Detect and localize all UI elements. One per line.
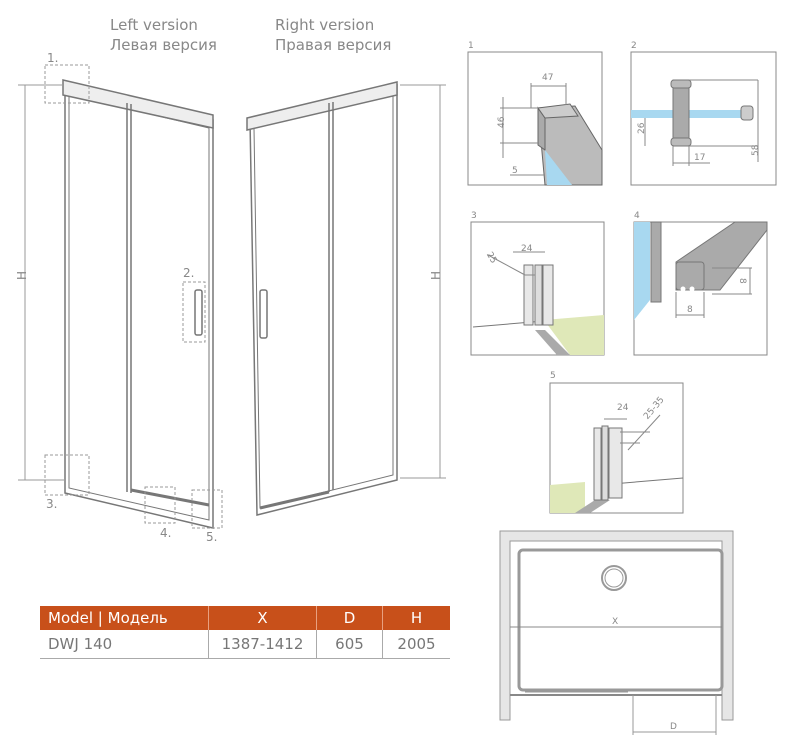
callout-5: 5.	[206, 530, 217, 544]
detail-1: 1 47 46 5	[467, 41, 603, 186]
callout-box-5	[191, 489, 223, 529]
height-label-right: H	[429, 271, 443, 280]
left-version-drawing	[18, 79, 214, 529]
svg-text:26: 26	[637, 122, 647, 134]
plan-depth-label: D	[670, 722, 677, 732]
header-model: Model | Модель	[40, 606, 209, 630]
svg-text:25: 25	[484, 251, 498, 266]
header-h: H	[382, 606, 450, 630]
cell-d: 605	[316, 630, 383, 659]
svg-text:46: 46	[497, 116, 507, 128]
cell-model: DWJ 140	[40, 630, 209, 659]
table-row: DWJ 140 1387-1412 605 2005	[40, 630, 450, 659]
svg-text:24: 24	[617, 403, 629, 413]
svg-text:58: 58	[751, 144, 761, 156]
svg-text:2: 2	[631, 41, 637, 51]
svg-text:47: 47	[542, 73, 553, 83]
plan-width-label: X	[612, 617, 618, 627]
detail-4: 4 8 8	[633, 211, 768, 356]
callout-box-3	[44, 454, 90, 496]
right-version-drawing	[246, 81, 446, 516]
header-x: X	[208, 606, 317, 630]
callout-2: 2.	[183, 266, 194, 280]
cell-h: 2005	[382, 630, 450, 659]
svg-text:5: 5	[550, 371, 556, 381]
detail-3: 3 24 25	[470, 211, 605, 356]
left-version-title-ru: Левая версия	[110, 36, 217, 54]
callout-3: 3.	[46, 497, 57, 511]
callout-box-2	[182, 281, 206, 343]
callout-box-4	[144, 486, 176, 524]
callout-box-1	[44, 64, 90, 104]
svg-text:4: 4	[634, 211, 640, 221]
right-version-title: Right version	[275, 16, 374, 34]
svg-text:5: 5	[512, 166, 518, 176]
detail-5: 5 24 25-35	[549, 371, 684, 514]
svg-text:1: 1	[468, 41, 474, 51]
left-version-title: Left version	[110, 16, 198, 34]
svg-text:17: 17	[694, 153, 705, 163]
right-version-title-ru: Правая версия	[275, 36, 391, 54]
svg-text:8: 8	[687, 305, 693, 315]
svg-text:8: 8	[737, 278, 747, 284]
svg-text:3: 3	[471, 211, 477, 221]
plan-view	[499, 530, 734, 735]
svg-text:24: 24	[521, 244, 533, 254]
callout-4: 4.	[160, 526, 171, 540]
detail-2: 2 26 17 58	[630, 41, 777, 186]
cell-x: 1387-1412	[208, 630, 317, 659]
spec-table: Model | Модель X D H DWJ 140 1387-1412 6…	[40, 606, 450, 659]
callout-1: 1.	[47, 51, 58, 65]
height-label-left: H	[15, 271, 29, 280]
header-d: D	[316, 606, 383, 630]
table-header-row: Model | Модель X D H	[40, 606, 450, 630]
